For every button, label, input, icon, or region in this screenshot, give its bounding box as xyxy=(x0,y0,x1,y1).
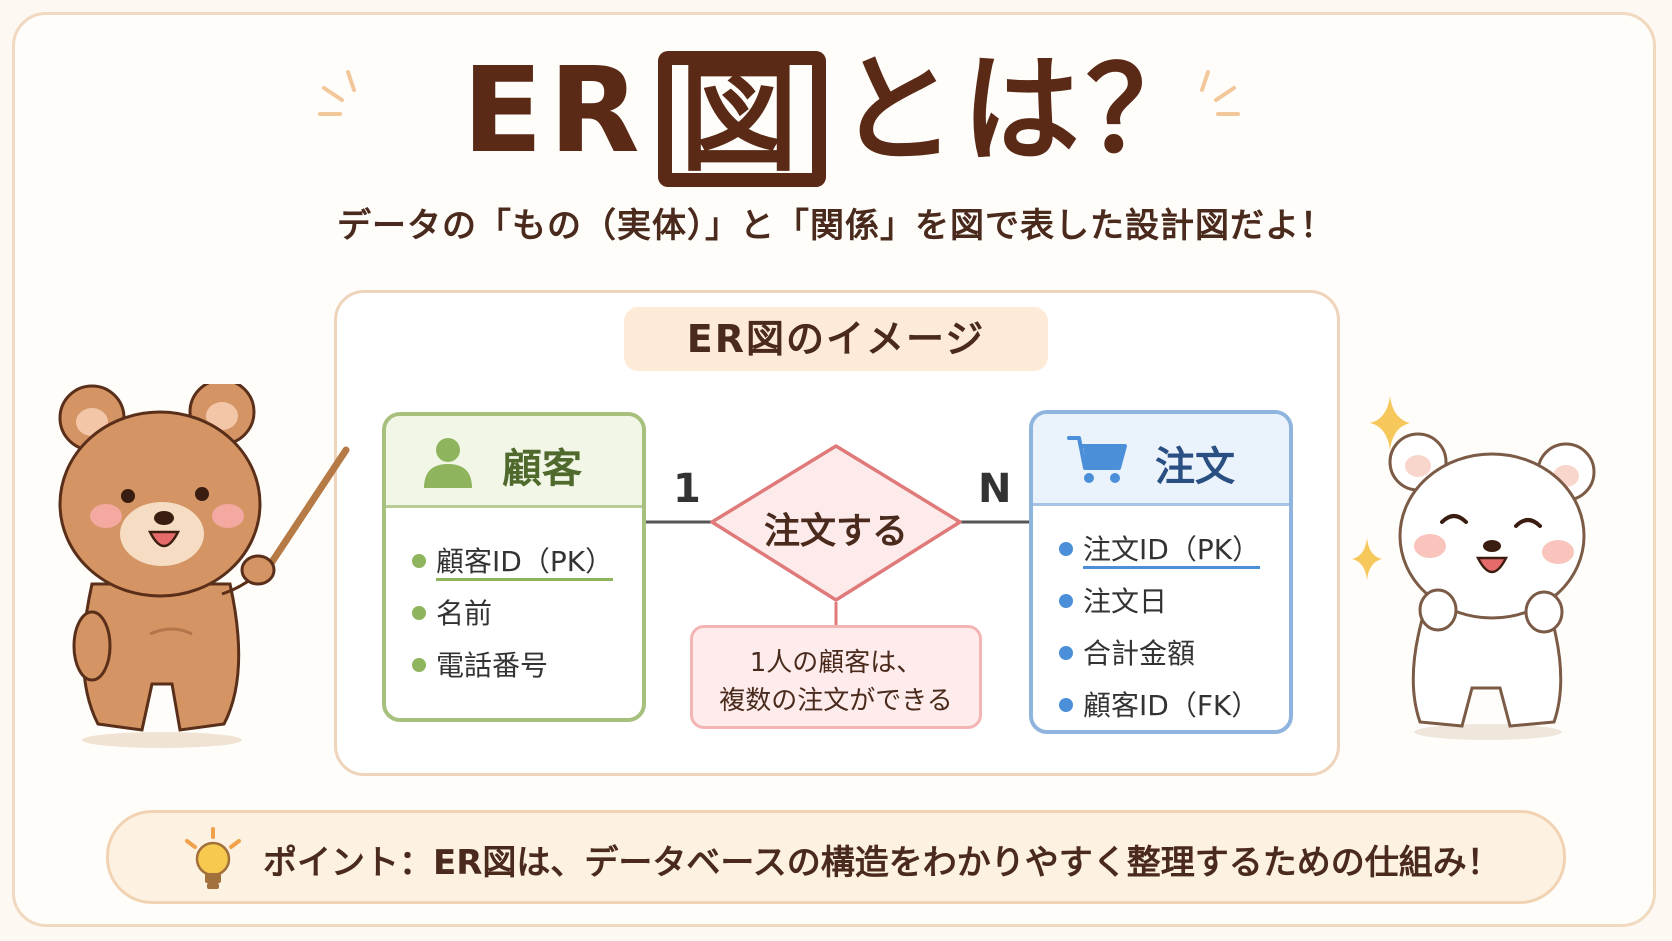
attribute-label: 顧客ID（FK） xyxy=(1083,689,1260,722)
sparkle-large-icon xyxy=(1370,396,1410,450)
user-icon xyxy=(424,438,472,488)
bullet-dot xyxy=(412,554,426,568)
white-bear-illustration xyxy=(1388,432,1596,740)
pointer-stick xyxy=(260,446,350,578)
entity-order-header: 注文 xyxy=(1033,414,1289,506)
entity-customer-attributes: 顧客ID（PK） 名前 電話番号 xyxy=(412,536,614,692)
bullet-dot xyxy=(1059,542,1073,556)
relationship-note-line1: 1人の顧客は、 xyxy=(749,648,923,678)
attribute-label: 顧客ID（PK） xyxy=(436,545,614,581)
entity-customer-header: 顧客 xyxy=(386,416,642,508)
point-text: ポイント：ER図は、データベースの構造をわかりやすく整理するための仕組み！ xyxy=(263,835,1501,884)
bullet-dot xyxy=(1059,646,1073,660)
point-banner: ポイント：ER図は、データベースの構造をわかりやすく整理するための仕組み！ xyxy=(106,810,1566,904)
attribute-label: 電話番号 xyxy=(436,649,549,682)
relationship-label: 注文する xyxy=(763,511,908,552)
burst-left-decoration xyxy=(318,70,356,116)
attribute-item: 合計金額 xyxy=(1059,628,1260,680)
bullet-dot xyxy=(1059,594,1073,608)
entity-order: 注文 注文ID（PK） 注文日 合計金額 顧客ID（FK） xyxy=(1029,410,1293,734)
attribute-item: 名前 xyxy=(412,588,613,640)
entity-customer: 顧客 顧客ID（PK） 名前 電話番号 xyxy=(382,412,646,722)
diagram-panel-label: ER図のイメージ xyxy=(624,307,1048,371)
entity-order-attributes: 注文ID（PK） 注文日 合計金額 顧客ID（FK） xyxy=(1059,524,1261,730)
bullet-dot xyxy=(412,606,426,620)
attribute-label: 名前 xyxy=(436,597,493,630)
title-suffix: とは？ xyxy=(837,41,1210,179)
sparkle-small-icon xyxy=(1352,538,1382,580)
relationship-note: 1人の顧客は、 複数の注文ができる xyxy=(690,625,982,729)
attribute-item: 顧客ID（FK） xyxy=(1059,680,1260,730)
title-boxed-char: 図 xyxy=(657,50,826,187)
cardinality-left: 1 xyxy=(673,466,701,512)
entity-customer-title: 顧客 xyxy=(502,446,582,492)
attribute-item: 注文日 xyxy=(1059,576,1260,628)
bullet-dot xyxy=(412,658,426,672)
attribute-label: 注文日 xyxy=(1083,585,1168,618)
attribute-item: 注文ID（PK） xyxy=(1059,524,1261,576)
title-prefix: ER xyxy=(462,41,646,179)
point-body: ER図は、データベースの構造をわかりやすく整理するための仕組み！ xyxy=(433,843,1501,883)
attribute-label: 注文ID（PK） xyxy=(1083,533,1261,569)
attribute-item: 電話番号 xyxy=(412,640,613,692)
attribute-item: 顧客ID（PK） xyxy=(412,536,614,588)
cardinality-right: N xyxy=(978,466,1012,512)
subtitle: データの「もの（実体）」と「関係」を図で表した設計図だよ！ xyxy=(337,206,1335,246)
point-lead: ポイント： xyxy=(263,843,433,883)
cart-icon xyxy=(1067,436,1127,483)
entity-order-title: 注文 xyxy=(1155,444,1235,490)
bullet-dot xyxy=(1059,698,1073,712)
relationship-note-line2: 複数の注文ができる xyxy=(719,686,953,716)
brown-bear-illustration xyxy=(58,384,350,748)
relationship-diamond xyxy=(710,444,962,602)
attribute-label: 合計金額 xyxy=(1083,637,1196,670)
lightbulb-icon xyxy=(185,827,241,889)
burst-right-decoration xyxy=(1200,70,1240,116)
